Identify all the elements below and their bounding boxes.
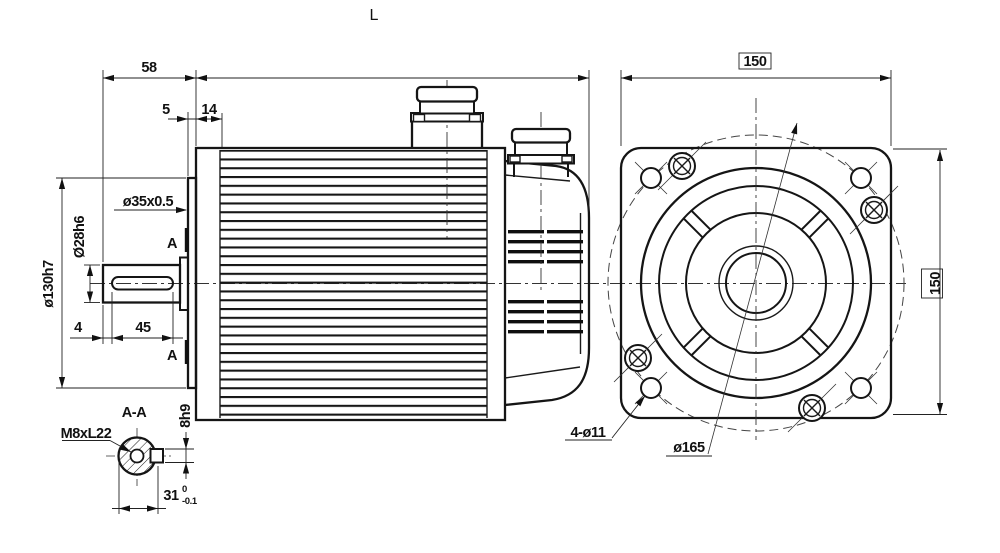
dim-key-flat: 31	[163, 488, 179, 504]
label-bolt-circle: ø165	[673, 440, 705, 456]
motor-shaft	[101, 263, 182, 304]
mounting-hole	[844, 371, 878, 405]
dim-key-length: 45	[135, 320, 151, 336]
mounting-hole	[634, 161, 668, 195]
dim-total-length: L	[370, 7, 379, 24]
dim-key-flat-tol-upper: 0	[182, 484, 187, 495]
label-tapped-hole: M8xL22	[61, 426, 112, 442]
label-shaft-diameter: Ø28h6	[72, 216, 88, 259]
mounting-holes	[634, 161, 878, 405]
cover-screw	[657, 141, 707, 191]
side-view-dimensions: 58 L 5 14 ø35x0.5 Ø28h6	[41, 7, 590, 389]
label-mounting-holes: 4-ø11	[570, 425, 605, 441]
power-connector	[410, 80, 484, 238]
section-mark-bottom: A	[167, 348, 178, 364]
section-mark-top: A	[167, 236, 178, 252]
web-spokes	[682, 209, 830, 357]
dim-flange-width: 150	[744, 54, 767, 70]
label-key-width: 8h9	[178, 404, 194, 428]
label-spigot-diameter: ø130h7	[41, 260, 57, 308]
section-title: A-A	[122, 405, 148, 421]
vent-slots	[508, 230, 583, 334]
encoder-connector	[507, 112, 575, 293]
cover-screws	[613, 141, 899, 433]
dim-shaft-extension: 58	[141, 60, 157, 76]
dim-flange-height: 150	[928, 272, 944, 295]
dim-spigot-thickness: 5	[162, 102, 170, 118]
rear-endcap	[504, 159, 591, 407]
section-cut-marks: A A	[167, 228, 189, 364]
cover-screw	[849, 185, 899, 235]
mounting-hole	[634, 371, 668, 405]
dim-key-flat-tol-lower: -0.1	[182, 496, 198, 507]
cover-screw	[787, 383, 837, 433]
dim-key-offset: 4	[74, 320, 82, 336]
mounting-hole	[844, 161, 878, 195]
shaft-keyway	[111, 276, 174, 291]
section-dimensions: M8xL22 8h9 31 0 -0.1	[61, 404, 198, 514]
dim-front-step: 14	[201, 102, 217, 118]
cover-screw	[613, 333, 663, 383]
section-view: A-A M8xL22 8h9 31 0 -0.1	[61, 404, 198, 514]
tapped-hole-circle	[129, 448, 145, 464]
front-view-dimensions: 150 150 4-ø11 ø165	[565, 52, 947, 457]
label-shaft-step: ø35x0.5	[123, 194, 174, 210]
front-view: 150 150 4-ø11 ø165	[565, 52, 947, 457]
mounting-spigot	[186, 176, 198, 390]
side-view: A A 58 L 5 14	[41, 7, 591, 422]
cooling-fins	[220, 150, 487, 418]
key-cross-section	[149, 448, 164, 464]
